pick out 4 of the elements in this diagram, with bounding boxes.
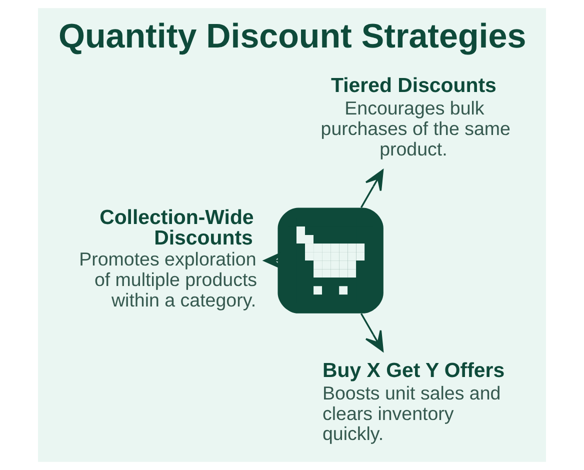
node-text: Tiered Discounts Encourages bulk purchases of the same product. [320, 74, 510, 160]
diagram-title: Quantity Discount Strategies [58, 17, 526, 56]
node-text: Buy X Get Y Offers Boosts unit sales and clears inventory quickly. [322, 358, 505, 444]
node-text: Collection-Wide Discounts Promotes exploration of multiple products within a category. [79, 206, 258, 310]
